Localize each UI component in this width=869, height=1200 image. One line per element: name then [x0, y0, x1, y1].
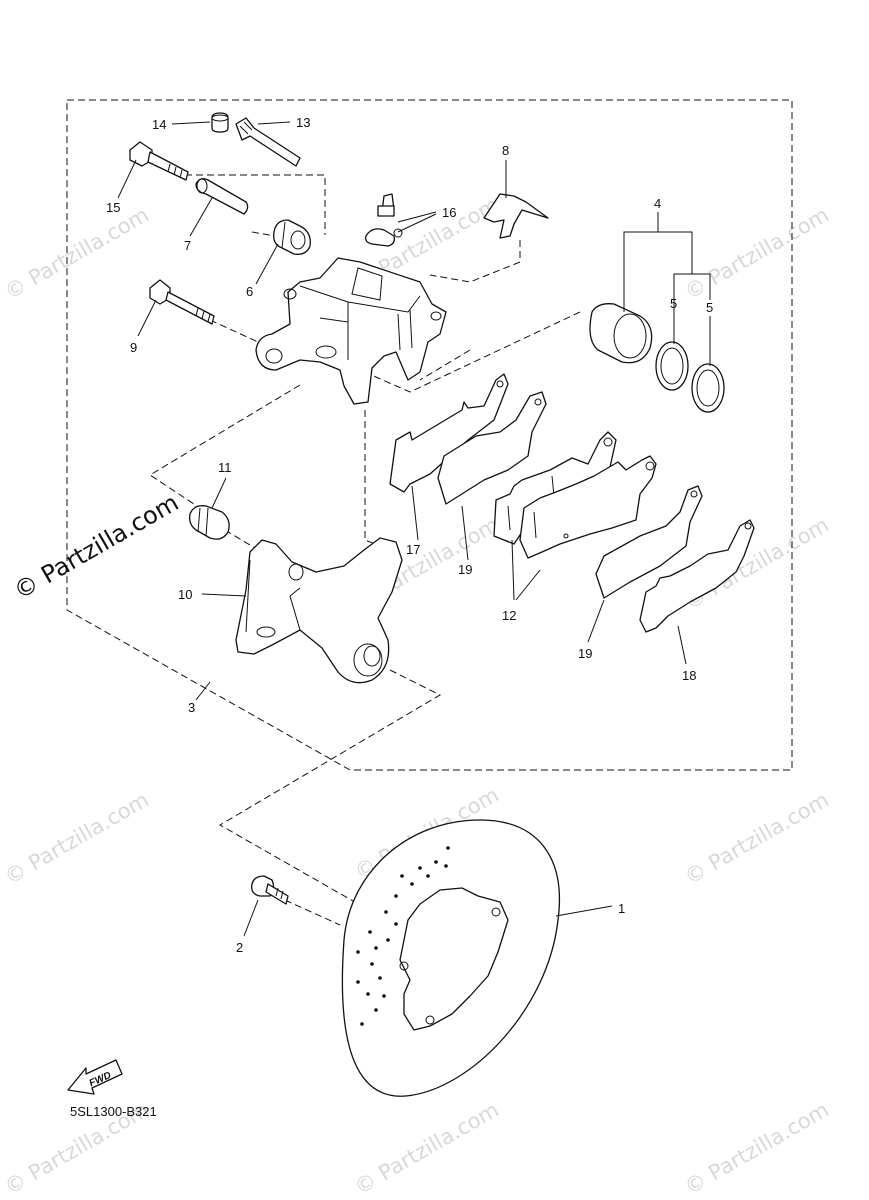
callout-11: 11 — [218, 460, 232, 475]
watermark: © Partzilla.com — [1, 788, 153, 890]
pad-insulator-part-19-a — [437, 391, 547, 505]
bolt-part-9 — [149, 279, 215, 325]
watermark: © Partzilla.com — [1, 203, 153, 305]
callout-13: 13 — [296, 115, 310, 130]
callout-19: 19 — [578, 646, 592, 661]
caliper-bracket-part-10 — [235, 537, 403, 684]
pad-shim-part-17 — [389, 373, 509, 493]
watermark: © Partzilla.com — [681, 788, 833, 890]
callout-4: 4 — [654, 196, 661, 211]
seal-part-5-a — [655, 341, 689, 391]
callout-5: 5 — [706, 300, 713, 315]
brake-pad-part-12-b — [519, 455, 657, 559]
callout-7: 7 — [184, 238, 191, 253]
bolt-part-15 — [129, 141, 189, 181]
callout-2: 2 — [236, 940, 243, 955]
callout-5: 5 — [670, 296, 677, 311]
callout-16: 16 — [442, 205, 456, 220]
pad-shim-part-18 — [639, 519, 755, 633]
watermark: © Partzilla.com — [681, 203, 833, 305]
leader-lines — [117, 121, 711, 937]
boot-part-6 — [273, 219, 311, 255]
callout-9: 9 — [130, 340, 137, 355]
caliper-assembly-boundary — [66, 99, 793, 771]
boot-part-11 — [188, 505, 230, 540]
callout-15: 15 — [106, 200, 120, 215]
watermark: © Partzilla.com — [681, 1098, 833, 1200]
piston-part-4 — [589, 303, 653, 364]
callout-19: 19 — [458, 562, 472, 577]
watermark-prominent: © Partzilla.com — [9, 488, 183, 605]
caliper-body — [255, 257, 447, 405]
fwd-arrow-icon: FWD — [67, 1059, 123, 1095]
callout-14: 14 — [152, 117, 166, 132]
diagram-code: 5SL1300-B321 — [70, 1104, 157, 1119]
disc-vent-holes — [356, 846, 450, 1026]
callout-12: 12 — [502, 608, 516, 623]
seal-part-5-b — [691, 363, 725, 413]
sleeve-part-7 — [195, 178, 249, 215]
callout-6: 6 — [246, 284, 253, 299]
brake-disc-part-1 — [341, 819, 560, 1097]
screw-part-2 — [251, 875, 289, 905]
callout-17: 17 — [406, 542, 420, 557]
cap-part-14 — [211, 112, 229, 133]
pad-spring-part-8 — [483, 193, 549, 239]
watermark: © Partzilla.com — [351, 1098, 503, 1200]
bleed-screw-part-16 — [364, 193, 403, 247]
callout-10: 10 — [178, 587, 192, 602]
callout-8: 8 — [502, 143, 509, 158]
callout-18: 18 — [682, 668, 696, 683]
callout-1: 1 — [618, 901, 625, 916]
pad-insulator-part-19-b — [595, 485, 703, 599]
callouts: 1 2 3 4 5 5 6 7 8 9 10 11 12 13 14 15 16… — [106, 115, 713, 955]
pad-pin-part-13 — [235, 117, 301, 167]
callout-3: 3 — [188, 700, 195, 715]
